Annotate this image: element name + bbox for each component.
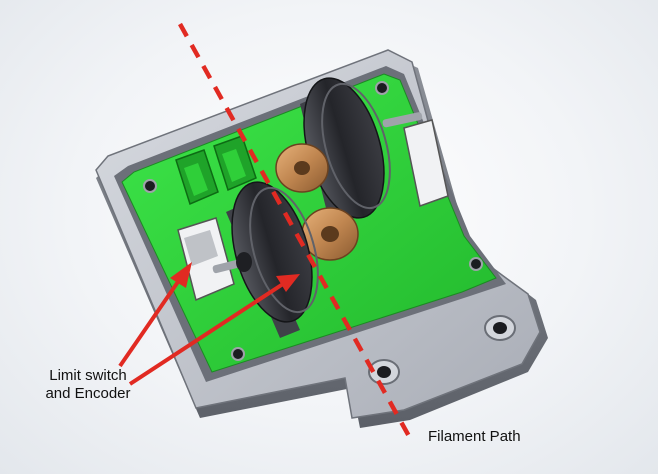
drive-gears [275,143,359,261]
limit-switch-right [403,119,449,207]
filament-path-line [178,22,412,440]
filament-path-label: Filament Path [428,428,521,445]
housing-mount-holes [368,315,516,385]
limit-switch-left [177,217,235,302]
arrow-head-limit-switch [170,262,192,288]
green-connectors [175,135,257,206]
limit-switch-encoder-label: Limit switch and Encoder [45,367,131,402]
roller-front [212,181,319,338]
limit-switch-encoder-arrows [118,262,300,386]
arrow-head-encoder [276,274,300,292]
arrow-to-encoder [128,280,288,386]
pcb-mounting-holes [143,81,483,361]
arrow-to-limit-switch [118,274,184,368]
